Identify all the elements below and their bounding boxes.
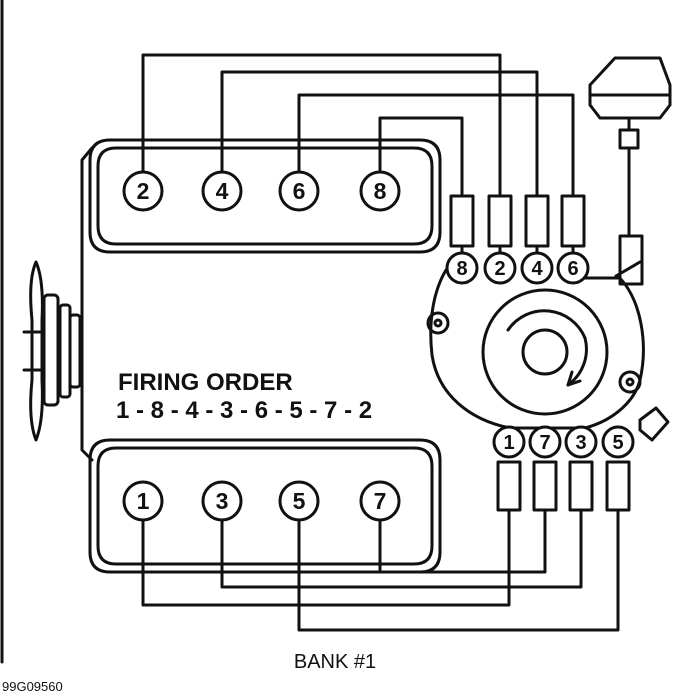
cap-top-terminals [445, 251, 590, 285]
cap-terminal-label: 6 [567, 258, 578, 280]
cylinder-label: 8 [374, 178, 387, 204]
fan-pulley [22, 260, 82, 442]
cylinder-label: 2 [137, 178, 150, 204]
engine-block-outline [80, 146, 94, 462]
upper-cylinder-head [88, 138, 442, 254]
lower-bank-wires [141, 508, 620, 632]
cap-terminal-label: 8 [456, 258, 467, 280]
rotation-arrow [566, 370, 582, 387]
firing-order-heading: FIRING ORDER [118, 369, 293, 396]
upper-bank-wires [141, 53, 575, 198]
cap-terminal-label: 3 [575, 432, 586, 454]
cylinder-label: 5 [293, 488, 306, 514]
lower-plug-boots [496, 460, 631, 512]
bank-label: BANK #1 [294, 651, 376, 673]
mount-bolt [426, 311, 450, 335]
distributor-body [429, 268, 645, 430]
mount-bolt-center [625, 377, 635, 387]
lower-cylinder-plugs [122, 480, 401, 522]
cap-terminal-label: 1 [503, 432, 514, 454]
cap-terminal-label: 4 [531, 258, 543, 280]
cap-terminal-label: 7 [539, 432, 550, 454]
cap-terminal-label: 2 [494, 258, 505, 280]
cap-bottom-terminals [492, 425, 635, 459]
side-connector [638, 406, 670, 442]
upper-cylinder-plugs [122, 170, 401, 212]
cylinder-label: 4 [216, 178, 229, 204]
coil-assembly [588, 56, 672, 286]
firing-order-sequence: 1 - 8 - 4 - 3 - 6 - 5 - 7 - 2 [116, 397, 372, 424]
distributor-rotor [481, 288, 609, 416]
mount-bolt [618, 370, 642, 394]
figure-code: 99G09560 [2, 679, 63, 693]
cylinder-label: 7 [374, 488, 387, 514]
upper-plug-boots [449, 194, 586, 256]
cap-terminal-label: 5 [612, 432, 623, 454]
cylinder-label: 3 [216, 488, 229, 514]
mount-bolt-center [433, 318, 443, 328]
cylinder-label: 6 [293, 178, 306, 204]
cylinder-label: 1 [137, 488, 150, 514]
